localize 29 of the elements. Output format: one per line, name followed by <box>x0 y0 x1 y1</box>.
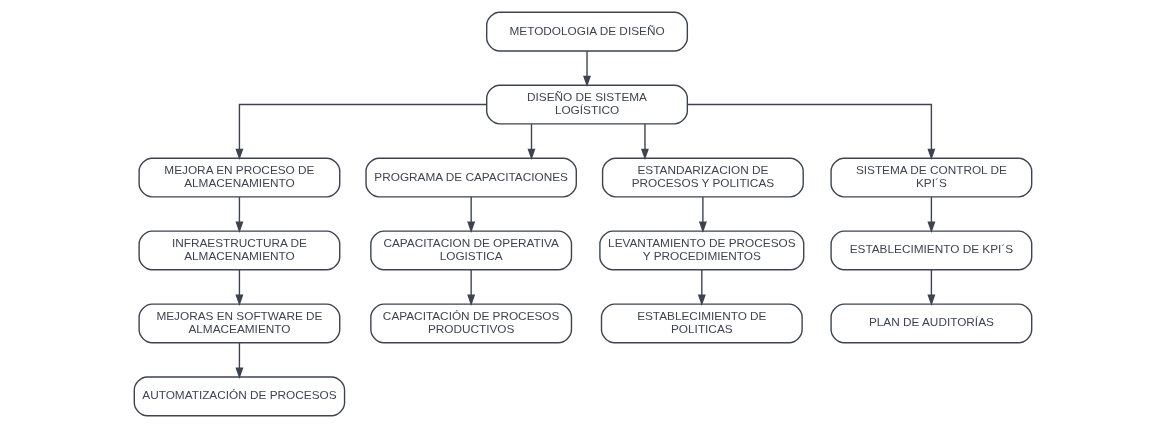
arrow <box>686 103 936 161</box>
arrow <box>640 123 649 161</box>
arrow <box>235 196 244 233</box>
arrow <box>527 123 536 161</box>
node-box: SISTEMA DE CONTROL DE KPI´S <box>830 157 1033 198</box>
node-box: MEJORAS EN SOFTWARE DE ALMACEAMIENTO <box>138 303 341 344</box>
arrow <box>927 269 936 306</box>
arrow <box>235 269 244 306</box>
arrow <box>467 196 476 233</box>
node-box: AUTOMATIZACIÓN DE PROCESOS <box>133 376 346 417</box>
node-box: MEJORA EN PROCESO DE ALMACENAMIENTO <box>138 157 341 198</box>
arrow <box>927 196 936 233</box>
arrow <box>235 342 244 379</box>
arrow <box>698 196 707 233</box>
node-box: ESTABLECIMIENTO DE POLITICAS <box>600 303 803 344</box>
node-box: PROGRAMA DE CAPACITACIONES <box>365 157 577 198</box>
node-box: CAPACITACION DE OPERATIVA LOGISTICA <box>370 230 573 271</box>
node-box: METODOLOGIA DE DISEÑO <box>486 11 689 52</box>
node-box: ESTABLECIMIENTO DE KPI´S <box>830 230 1033 271</box>
node-box: INFRAESTRUCTURA DE ALMACENAMIENTO <box>138 230 341 271</box>
arrow <box>583 50 591 88</box>
arrow <box>235 103 488 161</box>
arrow <box>697 269 706 306</box>
arrow <box>467 269 476 306</box>
node-box: PLAN DE AUDITORÍAS <box>830 303 1033 344</box>
node-box: DISEÑO DE SISTEMA LOGÍSTICO <box>486 84 689 125</box>
node-box: ESTANDARIZACION DE PROCESOS Y POLITICAS <box>601 157 804 198</box>
node-box: LEVANTAMIENTO DE PROCESOS Y PROCEDIMIENTOS <box>599 230 805 271</box>
node-box: CAPACITACIÓN DE PROCESOS PRODUCTIVOS <box>370 303 573 344</box>
